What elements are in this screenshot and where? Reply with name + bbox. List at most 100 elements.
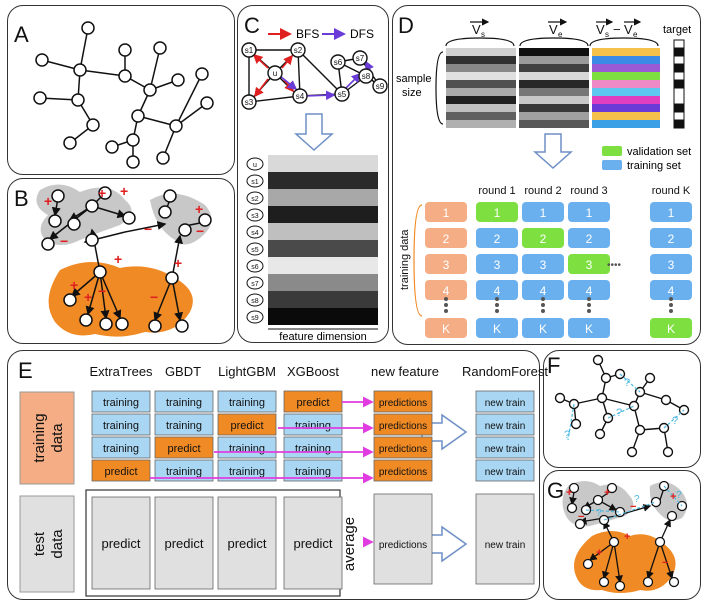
fold-cell xyxy=(476,254,518,274)
ellipsis-dot xyxy=(587,309,591,313)
predict-cell-label: predict xyxy=(230,420,263,432)
fold-cell-label: 4 xyxy=(494,284,501,298)
new-train-cell xyxy=(475,436,535,459)
predict-cell-label: predict xyxy=(167,443,200,455)
fold-cell-label: K xyxy=(585,322,593,336)
dfs-label: DFS xyxy=(350,27,374,41)
training-cell xyxy=(154,459,214,482)
svg-text:−: − xyxy=(662,557,668,569)
down-arrow-c xyxy=(294,113,334,152)
fold-cell-label: 2 xyxy=(540,232,547,246)
size-label: size xyxy=(402,87,422,99)
fold-cell-label: 3 xyxy=(494,258,501,272)
training-cell-label: training xyxy=(166,397,202,409)
row-label-s9: s9 xyxy=(251,315,259,322)
training-data-label-2: data xyxy=(49,423,66,453)
fold-cell xyxy=(650,318,692,338)
training-cell-label: training xyxy=(103,397,139,409)
node-u: u xyxy=(273,69,277,78)
row-label-s4: s4 xyxy=(251,230,259,237)
fold-cell-label: 1 xyxy=(494,206,501,220)
new-feature-label: new feature xyxy=(371,364,439,379)
training-data-label-1: training xyxy=(31,413,48,462)
panel-label-e: E xyxy=(18,358,33,383)
predict-cell xyxy=(217,413,277,436)
svg-text:?: ? xyxy=(624,377,630,389)
ve-sub: e xyxy=(558,30,563,39)
ellipsis-dot xyxy=(669,303,673,307)
row-label-s5: s5 xyxy=(251,247,259,254)
target-label: target xyxy=(663,24,691,36)
feature-dimension-label: feature dimension xyxy=(279,331,366,343)
training-cell xyxy=(154,413,214,436)
svg-text:−: − xyxy=(144,221,152,237)
svg-text:+: + xyxy=(70,277,78,293)
fold-cell xyxy=(568,228,610,248)
ellipsis-dot xyxy=(444,303,448,307)
new-train-cell-label: new train xyxy=(485,444,526,455)
svg-text:−: − xyxy=(150,289,158,305)
svg-text:−: − xyxy=(196,223,204,239)
test-predict-cell xyxy=(91,496,151,590)
predictions-cell xyxy=(373,459,433,482)
training-cell-label: training xyxy=(166,420,202,432)
fold-cell xyxy=(476,318,518,338)
predictions-cell xyxy=(373,413,433,436)
fold-cell-label: 4 xyxy=(443,284,450,298)
fold-cell xyxy=(425,318,467,338)
training-data-vertical-label: training data xyxy=(399,229,411,290)
svg-text:−: − xyxy=(613,22,621,37)
panel-label-f: F xyxy=(547,353,561,378)
panel-label-b: B xyxy=(14,186,29,211)
fold-cell xyxy=(522,254,564,274)
diff-matrix xyxy=(592,48,660,128)
node-s6: s6 xyxy=(334,58,343,67)
svg-text:−: − xyxy=(98,283,106,299)
row-label-s8: s8 xyxy=(251,298,259,305)
predict-cell-label: predict xyxy=(104,466,137,478)
fold-cell-label: 3 xyxy=(668,258,675,272)
bfs-label: BFS xyxy=(296,27,319,41)
training-cell-label: training xyxy=(295,443,331,455)
fold-cell-label: 1 xyxy=(668,206,675,220)
predictions-cell xyxy=(373,436,433,459)
fold-cell xyxy=(568,318,610,338)
training-data-block xyxy=(19,391,75,485)
node-s5: s5 xyxy=(338,90,347,99)
test-predict-cell xyxy=(154,496,214,590)
graph-b: +++ −−+ −++ +−− + xyxy=(36,183,212,337)
panel-label-a: A xyxy=(14,22,29,47)
fold-cell-label: K xyxy=(442,322,450,336)
training-cell-label: training xyxy=(166,466,202,478)
down-arrow-d xyxy=(533,133,573,170)
fold-cell xyxy=(425,280,467,300)
fold-cell xyxy=(650,228,692,248)
round-3-label: round 3 xyxy=(570,185,607,197)
svg-text:+: + xyxy=(114,251,122,267)
fold-cell-label: 3 xyxy=(540,258,547,272)
model-extratrees: ExtraTrees xyxy=(89,364,153,379)
node-s8: s8 xyxy=(362,72,371,81)
node-s4: s4 xyxy=(296,92,305,101)
round-k-label: round K xyxy=(652,185,691,197)
predictions-cell-label: predictions xyxy=(379,467,427,478)
fold-cell xyxy=(425,228,467,248)
panel-e-content: ExtraTrees GBDT LightGBM XGBoost new fea… xyxy=(19,364,548,597)
test-data-block xyxy=(19,495,75,593)
panel-label-d: D xyxy=(398,13,414,38)
fold-cell-label: 3 xyxy=(586,258,593,272)
training-cell xyxy=(91,436,151,459)
test-predict-cell xyxy=(217,496,277,590)
training-cell-label: training xyxy=(295,466,331,478)
svg-text:+: + xyxy=(84,289,92,305)
svg-text:+: + xyxy=(624,531,630,543)
node-s9: s9 xyxy=(376,82,385,91)
svg-text:−: − xyxy=(60,233,68,249)
fold-cell xyxy=(522,228,564,248)
ellipsis-dot xyxy=(495,309,499,313)
legend-training-swatch xyxy=(602,160,622,170)
node-s2: s2 xyxy=(294,46,303,55)
node-s1: s1 xyxy=(245,46,254,55)
ellipsis-dot xyxy=(495,297,499,301)
